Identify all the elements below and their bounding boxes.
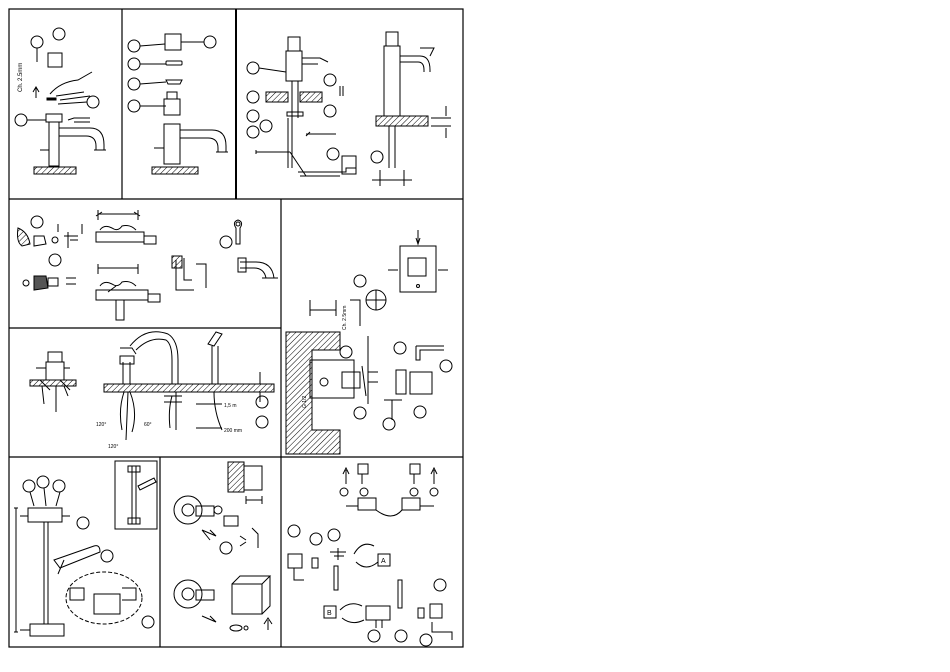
- hose-angle-right: 60°: [144, 422, 152, 428]
- thread-note-label: Ch. 2.5mm: [18, 63, 24, 92]
- pipe-size-label: G 1/2: [302, 396, 308, 408]
- drill-note-label: Ch. 2.5mm: [342, 306, 348, 330]
- box-a-label: A: [381, 558, 386, 565]
- dimension-a-label: 1,5 m: [224, 403, 237, 409]
- panel-5-concealed-valve: Ch. 2.5mm G 1/2: [286, 230, 452, 454]
- panel-2-parts-sequence: [128, 34, 228, 174]
- hose-angle-left: 120°: [96, 422, 106, 428]
- panel-grid: [9, 9, 463, 647]
- panel-4-wall-mixer: [18, 210, 279, 320]
- hose-angle-bottom: 120°: [108, 444, 118, 450]
- panel-6-deck-bath-mixer: 120° 60° 120° 1,5 m 200 mm: [30, 332, 274, 450]
- dimension-b-label: 200 mm: [224, 428, 242, 434]
- panel-8-diverter-cartridge: [174, 462, 272, 631]
- panel-9-exposed-mixer-maintenance: A B: [288, 464, 452, 646]
- panel-1-lever-removal: Ch. 2.5mm: [15, 28, 106, 174]
- panel-7-shower-rail: [14, 461, 157, 636]
- panel-3-waste-installation: [247, 32, 451, 186]
- box-b-label: B: [327, 610, 332, 617]
